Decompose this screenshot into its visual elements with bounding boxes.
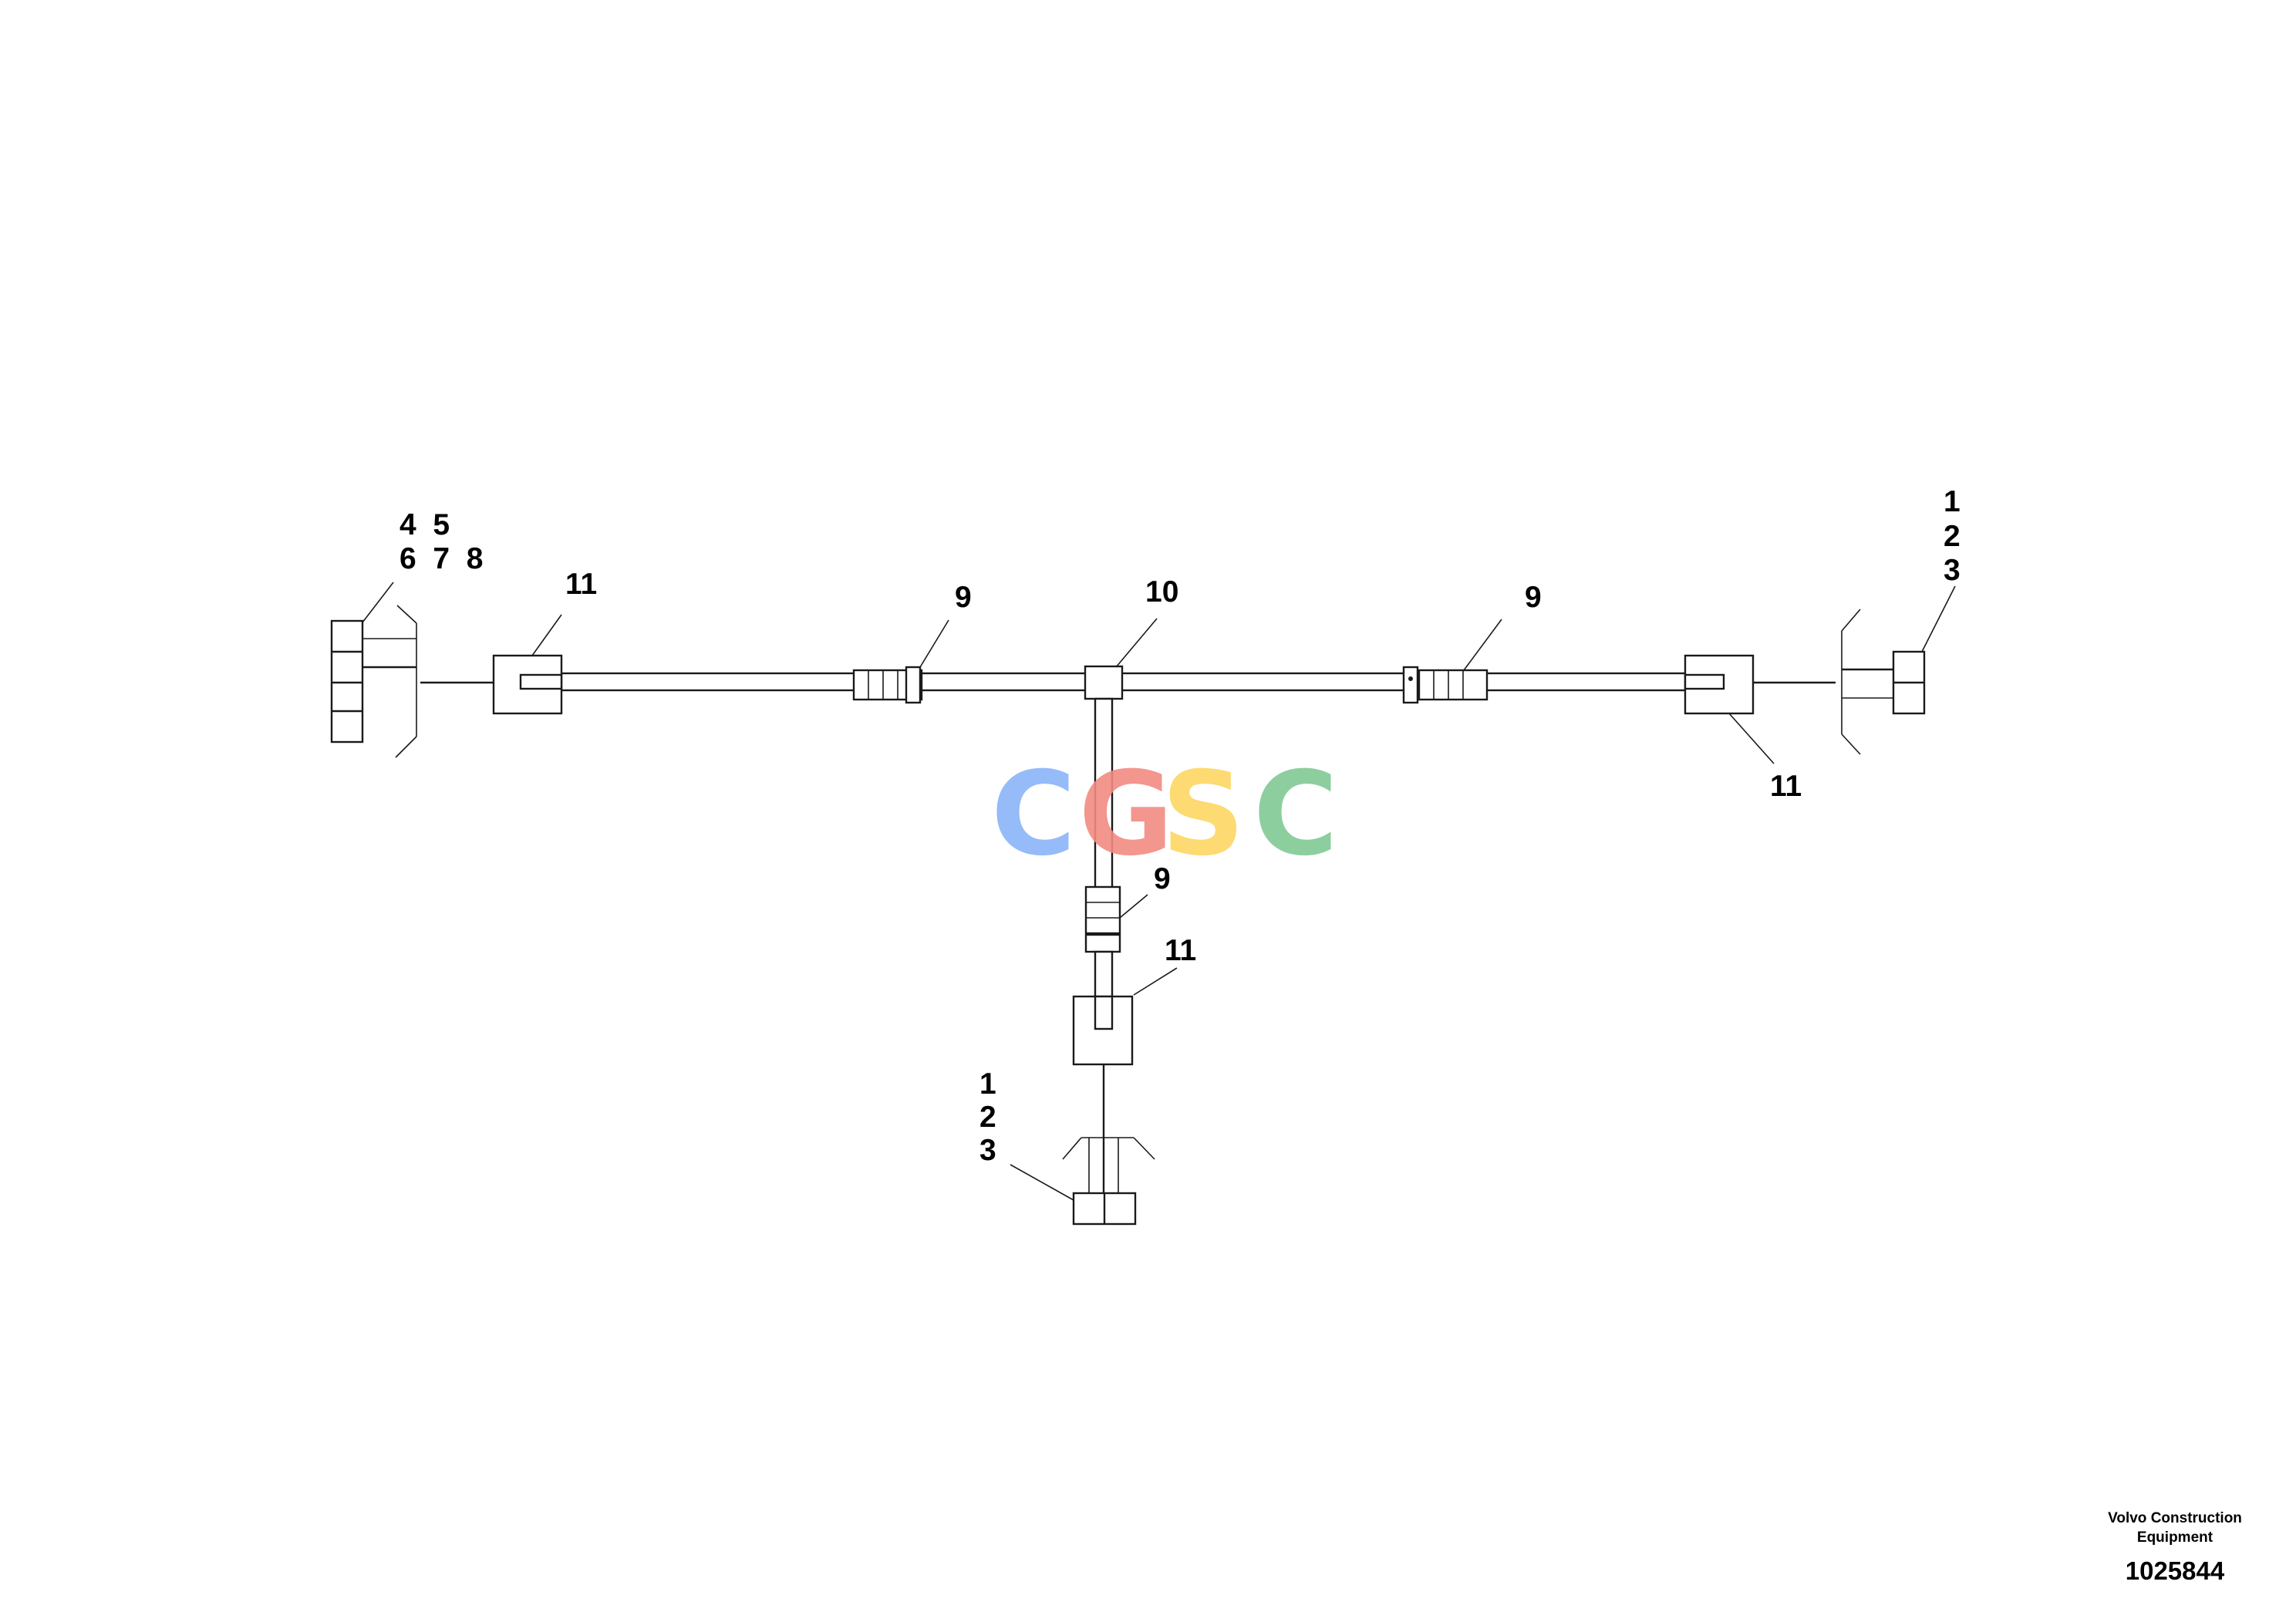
left-grommet xyxy=(492,654,563,715)
t-junction xyxy=(1084,665,1124,700)
callout-3-right: 3 xyxy=(1944,554,1961,587)
callout-2-bottom: 2 xyxy=(979,1101,996,1134)
left-connector xyxy=(330,605,417,758)
callout-9-bottom: 9 xyxy=(1154,862,1171,895)
watermark: C G S C xyxy=(991,747,1338,882)
watermark-letter: G xyxy=(1078,747,1173,882)
callout-1-right: 1 xyxy=(1944,485,1961,518)
document-number: 1025844 xyxy=(2125,1556,2225,1585)
callout-11-bottom: 11 xyxy=(1165,934,1196,967)
callout-10: 10 xyxy=(1145,575,1178,609)
bottom-connector xyxy=(1062,1137,1155,1226)
callout-1-bottom: 1 xyxy=(979,1067,996,1101)
company-name-line2: Equipment xyxy=(2136,1529,2213,1546)
callout-3-bottom: 3 xyxy=(979,1134,996,1167)
watermark-letter: C xyxy=(1253,747,1338,882)
main-harness-line xyxy=(420,672,1836,692)
bottom-grommet xyxy=(1072,995,1134,1138)
title-block: Volvo Construction Equipment 1025844 xyxy=(2082,1509,2267,1586)
callout-6-7-8: 6 7 8 xyxy=(400,542,483,575)
branch-harness xyxy=(1084,697,1121,1007)
left-sleeve xyxy=(852,666,923,704)
right-sleeve xyxy=(1402,666,1489,704)
callout-11-right: 11 xyxy=(1770,770,1802,803)
company-name-line1: Volvo Construction xyxy=(2108,1510,2242,1526)
callout-11-left: 11 xyxy=(565,568,597,601)
callout-labels: 4 5 6 7 8 11 9 10 9 1 2 3 11 9 11 1 2 3 xyxy=(400,485,1961,1167)
watermark-letter: C xyxy=(991,747,1076,882)
callout-9-right: 9 xyxy=(1525,581,1542,614)
leader-lines xyxy=(362,582,1956,1201)
right-connector xyxy=(1841,609,1926,755)
callout-4-5: 4 5 xyxy=(400,508,450,541)
callout-2-right: 2 xyxy=(1944,520,1961,553)
right-grommet xyxy=(1684,654,1755,715)
callout-9-left: 9 xyxy=(955,581,972,614)
watermark-letter: S xyxy=(1161,747,1245,882)
